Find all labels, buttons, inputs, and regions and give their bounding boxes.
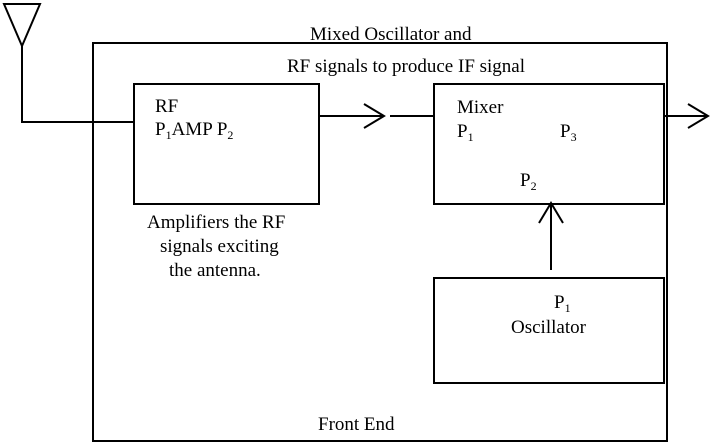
oscillator-name: Oscillator xyxy=(511,317,586,338)
mixer-port-2: P2 xyxy=(520,170,537,192)
rf-to-mixer-arrowhead xyxy=(363,103,386,129)
rf-caption-line3: the antenna. xyxy=(169,260,261,281)
rf-caption-line2: signals exciting xyxy=(160,236,279,257)
front-end-title-line1: Mixed Oscillator and xyxy=(310,24,472,45)
mixer-output-arrowhead xyxy=(687,103,710,129)
mixer-port-1-sub: 1 xyxy=(467,130,474,144)
rf-port-in-sub: 1 xyxy=(165,128,172,142)
mixer-port-3-sub: 3 xyxy=(570,130,577,144)
mixer-title: Mixer xyxy=(457,97,504,118)
oscillator-port-sub: 1 xyxy=(564,301,571,315)
oscillator-port: P1 xyxy=(554,292,571,314)
rf-caption-line1: Amplifiers the RF xyxy=(147,212,286,233)
mixer-port-3: P3 xyxy=(560,121,577,143)
rf-amplifier-ports: P1AMP P2 xyxy=(155,119,233,141)
rf-port-out-sub: 2 xyxy=(227,128,234,142)
front-end-title-line2: RF signals to produce IF signal xyxy=(287,56,526,77)
oscillator-port-letter: P xyxy=(554,292,565,313)
mixer-port-1-letter: P xyxy=(457,121,468,142)
mixer-port-2-letter: P xyxy=(520,170,531,191)
mixer-port-2-sub: 2 xyxy=(530,179,537,193)
rf-amplifier-title: RF xyxy=(155,96,179,117)
mixer-port-3-letter: P xyxy=(560,121,571,142)
antenna-icon xyxy=(2,3,42,49)
oscillator-block xyxy=(433,277,665,384)
front-end-bottom-label: Front End xyxy=(318,414,395,435)
antenna-feed-line xyxy=(21,46,133,123)
rf-port-out: P xyxy=(216,119,228,140)
mixer-block xyxy=(433,83,665,205)
rf-amplifier-name: AMP xyxy=(171,119,213,140)
mixer-port-1: P1 xyxy=(457,121,474,143)
rf-port-in: P xyxy=(155,119,166,140)
rf-amplifier-block xyxy=(133,83,320,205)
